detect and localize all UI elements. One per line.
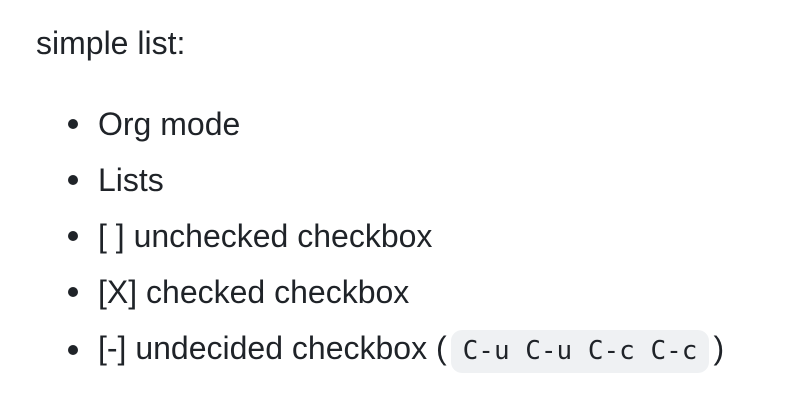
bullet-icon [68,287,78,297]
bullet-list: Org mode Lists [ ] unchecked checkbox [X… [36,96,790,379]
list-item-lists: Lists [36,152,790,208]
bullet-icon [68,175,78,185]
list-item-checked-checkbox: [X] checked checkbox [36,264,790,320]
list-item-label-prefix: [-] undecided checkbox ( [98,330,447,366]
bullet-icon [68,344,78,355]
list-item-label-suffix: ) [713,330,725,366]
list-item-org-mode: Org mode [36,96,790,152]
list-item-unchecked-checkbox: [ ] unchecked checkbox [36,208,790,264]
bullet-icon [68,231,78,241]
list-item-label: Lists [98,162,164,198]
list-item-label: [X] checked checkbox [98,274,410,310]
intro-text: simple list: [36,25,186,61]
list-item-undecided-checkbox: [-] undecided checkbox (C-u C-u C-c C-c) [36,320,790,379]
keyboard-shortcut: C-u C-u C-c C-c [450,330,710,373]
list-item-label: Org mode [98,106,241,142]
bullet-icon [68,119,78,129]
list-item-label: [ ] unchecked checkbox [98,218,433,254]
document-body: simple list: Org mode Lists [ ] unchecke… [36,25,790,379]
